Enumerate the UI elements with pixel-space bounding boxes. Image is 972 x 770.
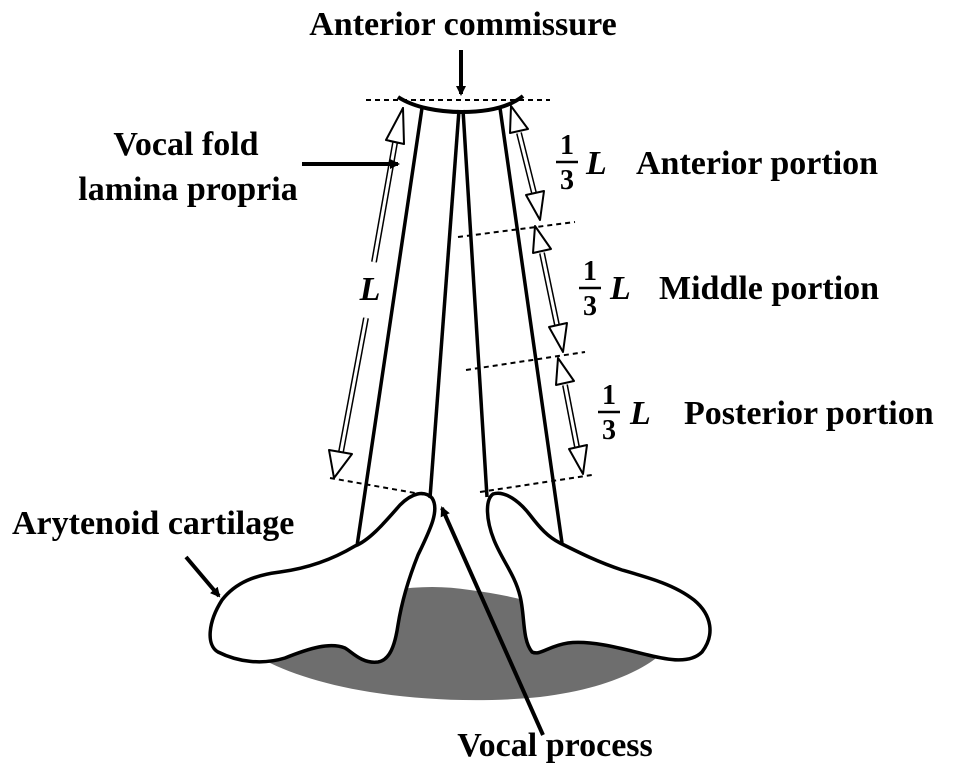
anterior-commissure-label: Anterior commissure bbox=[309, 6, 617, 43]
anterior-commissure-cap bbox=[398, 96, 523, 112]
fraction-symbol: L bbox=[585, 145, 607, 182]
length-symbol: L bbox=[359, 271, 381, 308]
right-vocal-fold-inner-edge bbox=[463, 110, 487, 497]
vocal-fold-label-line1: Vocal fold bbox=[113, 126, 258, 163]
fraction-denominator: 3 bbox=[560, 165, 574, 196]
portion-middle: 1 3 L Middle portion bbox=[579, 256, 879, 322]
vocal-process-label: Vocal process bbox=[457, 727, 653, 764]
portion-anterior: 1 3 L Anterior portion bbox=[556, 130, 878, 196]
fraction-numerator: 1 bbox=[560, 130, 574, 161]
third-arrow-posterior bbox=[556, 358, 587, 474]
arytenoid-pointer bbox=[186, 557, 219, 596]
left-vocal-fold-inner-edge bbox=[430, 110, 459, 498]
dashed-line-middle-posterior bbox=[466, 352, 585, 370]
third-arrow-middle bbox=[533, 226, 567, 352]
fraction-numerator: 1 bbox=[602, 380, 616, 411]
fraction-symbol: L bbox=[629, 395, 651, 432]
portion-posterior: 1 3 L Posterior portion bbox=[598, 380, 934, 446]
vocal-fold-label-line2: lamina propria bbox=[78, 171, 297, 208]
fraction-symbol: L bbox=[609, 270, 631, 307]
portion-name: Middle portion bbox=[659, 270, 879, 307]
portion-name: Anterior portion bbox=[636, 145, 878, 182]
dashed-line-bottom-right bbox=[480, 475, 592, 492]
fraction-denominator: 3 bbox=[602, 415, 616, 446]
arytenoid-cartilage-label: Arytenoid cartilage bbox=[12, 505, 294, 542]
portion-name: Posterior portion bbox=[684, 395, 934, 432]
fraction-numerator: 1 bbox=[583, 256, 597, 287]
fraction-denominator: 3 bbox=[583, 291, 597, 322]
